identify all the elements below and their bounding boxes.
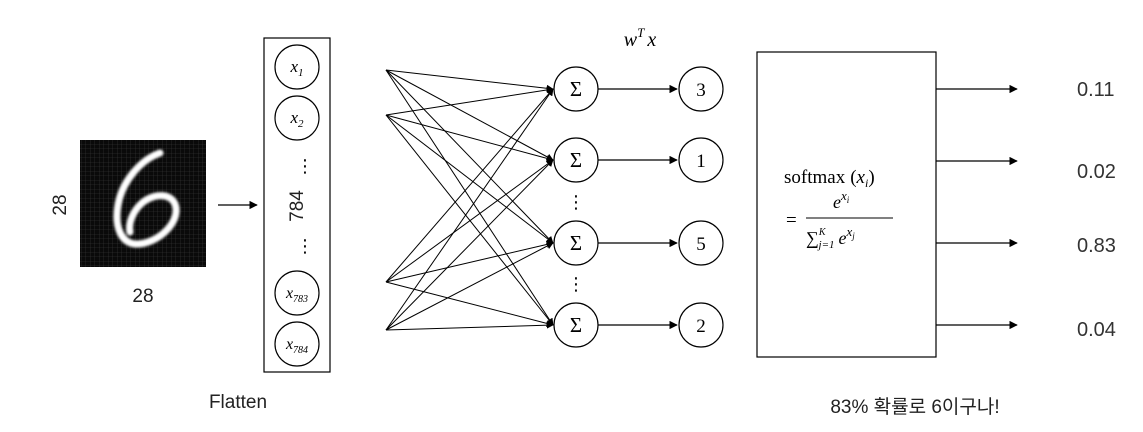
image-height-label: 28 bbox=[50, 194, 71, 215]
connection-line-2-4 bbox=[385, 114, 554, 326]
connection-line-3-2 bbox=[385, 159, 554, 283]
svg-text:3: 3 bbox=[696, 80, 706, 101]
flatten-caption: Flatten bbox=[209, 392, 267, 413]
svg-text:Σ: Σ bbox=[570, 313, 582, 337]
connection-line-1-4 bbox=[385, 69, 554, 326]
connection-line-4-4 bbox=[385, 321, 554, 331]
connection-line-4-2 bbox=[385, 159, 554, 331]
probability-4: 0.04 bbox=[1077, 319, 1116, 341]
svg-text:x783: x783 bbox=[285, 285, 308, 305]
sum-node-4: Σ bbox=[553, 302, 599, 348]
input-node-x2: x2 bbox=[274, 95, 320, 141]
weight-connections bbox=[385, 69, 554, 331]
flatten-ellipsis-bottom: ⋮ bbox=[296, 236, 314, 256]
sum-ellipsis-top: ⋮ bbox=[567, 192, 585, 212]
connection-line-2-2 bbox=[385, 114, 554, 162]
connection-line-3-4 bbox=[385, 281, 554, 327]
flatten-ellipsis-top: ⋮ bbox=[296, 156, 314, 176]
connection-line-3-3 bbox=[385, 241, 554, 283]
svg-text:x2: x2 bbox=[289, 108, 304, 130]
connection-line-3-1 bbox=[385, 88, 554, 283]
svg-text:5: 5 bbox=[696, 234, 706, 255]
probability-1: 0.11 bbox=[1077, 79, 1114, 101]
conclusion-text: 83% 확률로 6이구나! bbox=[830, 396, 999, 418]
flatten-count-label: 784 bbox=[287, 190, 308, 222]
output-node-4: 2 bbox=[678, 302, 724, 348]
softmax-title: softmax(xi) bbox=[784, 167, 875, 190]
input-node-x1: x1 bbox=[274, 44, 320, 90]
output-node-2: 1 bbox=[678, 137, 724, 183]
sum-node-1: Σ bbox=[553, 66, 599, 112]
svg-text:Σ: Σ bbox=[570, 231, 582, 255]
connection-line-4-1 bbox=[385, 88, 554, 331]
svg-text:1: 1 bbox=[696, 151, 706, 172]
image-width-label: 28 bbox=[132, 286, 153, 307]
softmax-equals: = bbox=[786, 210, 797, 231]
probability-3: 0.83 bbox=[1077, 235, 1116, 257]
connection-line-2-1 bbox=[385, 86, 554, 116]
input-node-x784: x784 bbox=[274, 321, 320, 367]
connection-line-2-3 bbox=[385, 114, 554, 244]
sum-node-3: Σ bbox=[553, 220, 599, 266]
connection-line-1-3 bbox=[385, 69, 554, 244]
output-node-3: 5 bbox=[678, 220, 724, 266]
sum-ellipsis-bottom: ⋮ bbox=[567, 274, 585, 294]
sum-node-2: Σ bbox=[553, 137, 599, 183]
mnist-digit-image bbox=[80, 140, 206, 267]
input-node-x783: x783 bbox=[274, 270, 320, 316]
softmax-numerator: exi bbox=[833, 188, 850, 212]
connection-line-4-3 bbox=[385, 242, 554, 331]
svg-text:2: 2 bbox=[696, 316, 706, 337]
svg-text:Σ: Σ bbox=[570, 148, 582, 172]
probability-2: 0.02 bbox=[1077, 161, 1116, 183]
connection-line-1-1 bbox=[385, 69, 554, 92]
connection-line-1-2 bbox=[385, 69, 554, 161]
output-node-1: 3 bbox=[678, 66, 724, 112]
flatten-vector: x1 x2 ⋮ 784 ⋮ x783 x784 bbox=[263, 37, 331, 373]
svg-text:x784: x784 bbox=[285, 336, 308, 356]
svg-text:Σ: Σ bbox=[570, 77, 582, 101]
svg-text:x1: x1 bbox=[289, 57, 303, 79]
